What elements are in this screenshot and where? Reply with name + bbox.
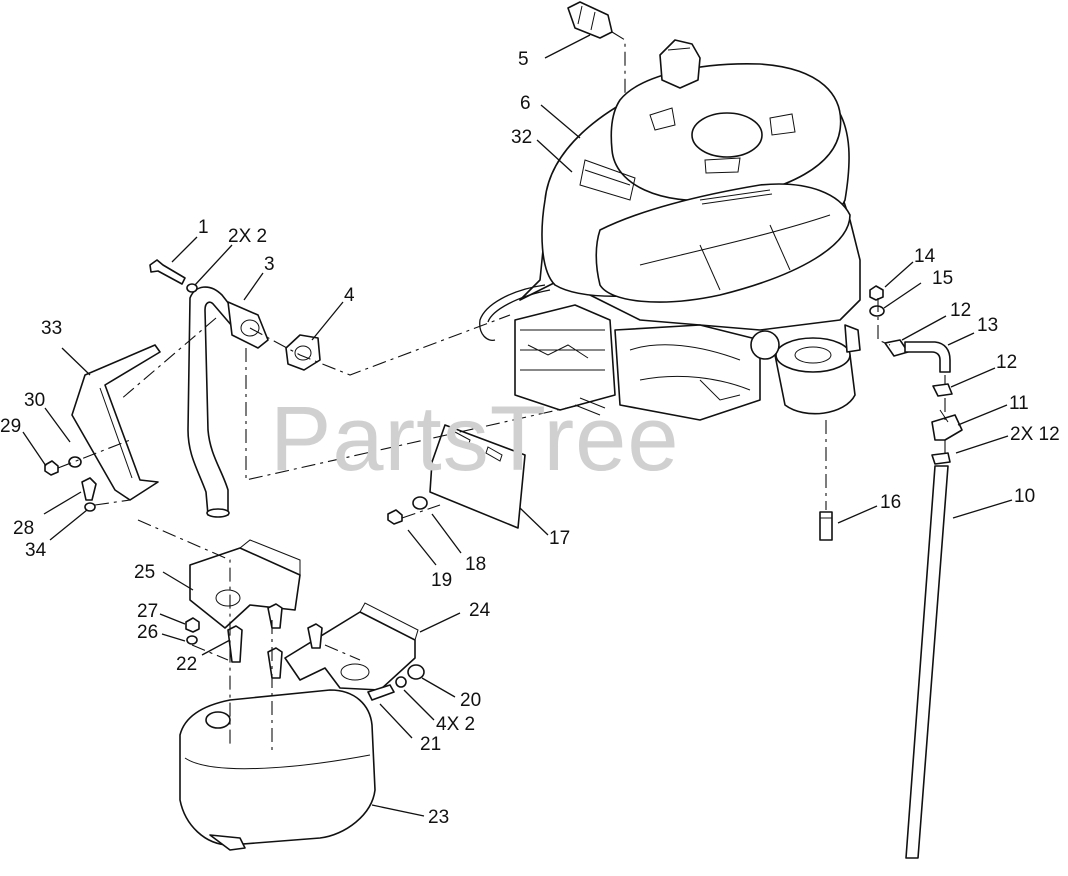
- leader-lines: [22, 34, 1013, 817]
- callout-4x2: 4X 2: [436, 714, 475, 735]
- callout-11: 11: [1009, 393, 1029, 414]
- watermark: PartsTree: [270, 388, 679, 490]
- part-14-nut: [869, 285, 884, 301]
- callout-6: 6: [520, 93, 531, 114]
- part-19-bolt: [387, 509, 403, 525]
- callout-4: 4: [344, 285, 355, 306]
- part-15-washer: [869, 305, 885, 317]
- callout-29: 29: [0, 416, 21, 437]
- part-24-bracket: [284, 602, 419, 691]
- part-16-bolt: [819, 511, 833, 541]
- part-5-sensor: [567, 1, 613, 39]
- callout-24: 24: [469, 600, 491, 621]
- callout-16: 16: [880, 492, 901, 513]
- part-18-washer: [412, 496, 428, 510]
- callout-19: 19: [431, 570, 452, 591]
- part-2-washer: [186, 283, 198, 293]
- part-29-bolt: [44, 460, 59, 476]
- callout-17: 17: [549, 528, 570, 549]
- part-25-bracket: [189, 539, 301, 629]
- callout-30: 30: [24, 390, 45, 411]
- part-26-lockwasher: [186, 635, 198, 645]
- callout-25: 25: [134, 562, 155, 583]
- callout-12-upper: 12: [950, 300, 971, 321]
- part-30-washer: [68, 456, 82, 468]
- callout-3: 3: [264, 254, 275, 275]
- part-20-washer: [407, 664, 425, 680]
- part-4-gasket: [285, 334, 321, 371]
- part-17-shield: [429, 424, 526, 529]
- callout-32: 32: [511, 127, 532, 148]
- part-27-nut: [185, 617, 200, 633]
- callout-34: 34: [25, 540, 47, 561]
- callout-33: 33: [41, 318, 62, 339]
- callout-26: 26: [137, 622, 158, 643]
- callout-1: 1: [198, 217, 209, 238]
- part-3-exhaust-pipe: [187, 286, 269, 518]
- part-13-elbow: [904, 341, 951, 373]
- part-4x2-washer: [395, 676, 407, 688]
- callout-18: 18: [465, 554, 486, 575]
- part-11-fuel-valve: [931, 409, 963, 441]
- part-1-bolt: [149, 259, 186, 285]
- part-10-fuel-line: [905, 465, 949, 859]
- engine-assembly: [479, 39, 861, 421]
- callout-21: 21: [420, 734, 441, 755]
- callout-13: 13: [977, 315, 998, 336]
- callout-2x12: 2X 12: [1010, 424, 1060, 445]
- part-33-heat-shield: [71, 344, 161, 501]
- callout-12-lower: 12: [996, 352, 1017, 373]
- part-12-clamp-bottom: [931, 452, 951, 465]
- callout-15: 15: [932, 268, 953, 289]
- callout-20: 20: [460, 690, 481, 711]
- part-23-muffler: [179, 689, 376, 851]
- part-34-washer: [84, 502, 96, 512]
- oil-filter: [774, 337, 856, 415]
- part-28-bolt: [81, 477, 97, 501]
- alignment-lines: [57, 31, 946, 750]
- callout-23: 23: [428, 807, 449, 828]
- callout-labels: 5 6 32 1 2X 2 3 4 33 30 29 28 34 14 15 1…: [0, 49, 1060, 828]
- callout-22: 22: [176, 654, 197, 675]
- callout-27: 27: [137, 601, 158, 622]
- callout-2x2-top: 2X 2: [228, 226, 267, 247]
- callout-5: 5: [518, 49, 529, 70]
- callout-10: 10: [1014, 486, 1035, 507]
- callout-14: 14: [914, 246, 936, 267]
- part-21-bolt: [367, 684, 395, 701]
- callout-28: 28: [13, 518, 34, 539]
- part-12-clamp-lower: [932, 383, 953, 397]
